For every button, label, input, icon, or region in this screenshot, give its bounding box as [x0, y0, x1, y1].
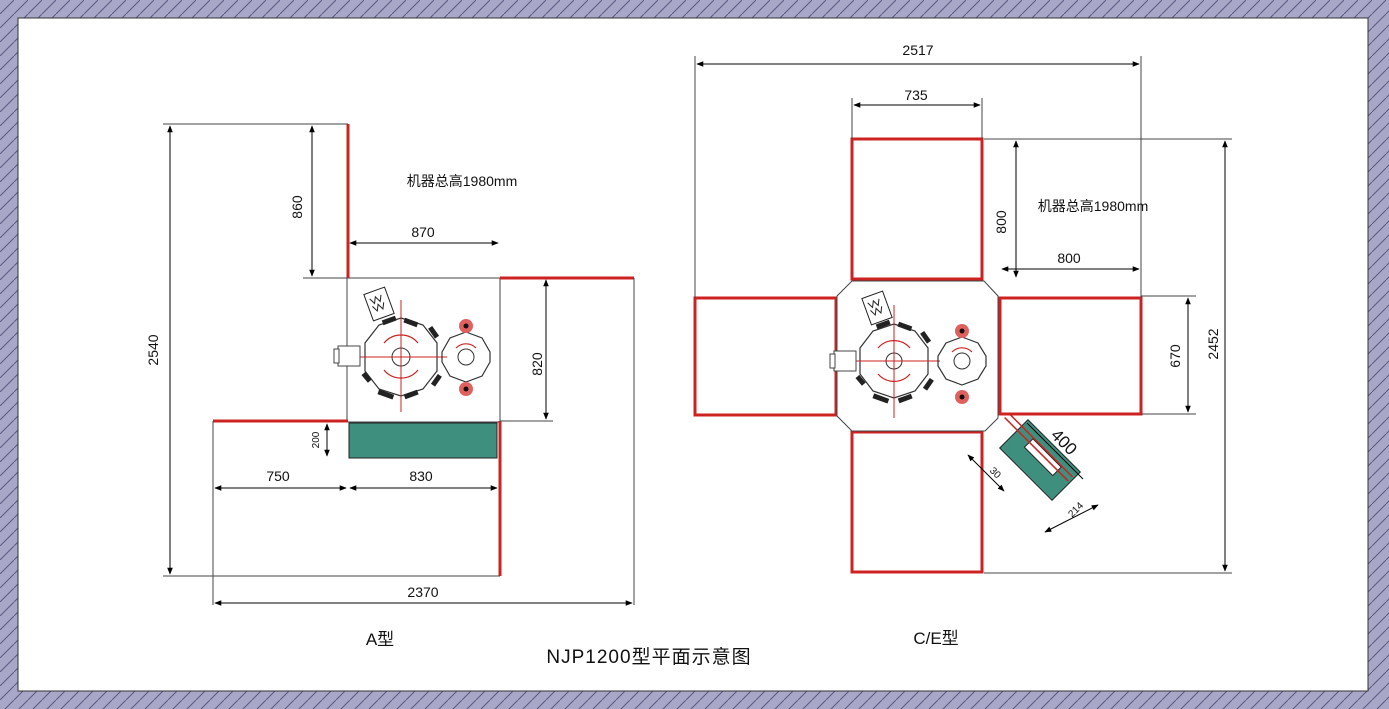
a-label: A型 [366, 630, 394, 649]
motor-ce [833, 350, 857, 372]
machine-body-ce [836, 280, 999, 432]
conveyor-a [348, 422, 498, 459]
dim-ce-overall-width: 2517 [902, 42, 933, 58]
angled-feeder [998, 412, 1082, 502]
layout-a: 2540 860 870 820 200 750 830 2370 机器总高19… [145, 123, 635, 649]
dim-a-conveyor-width: 830 [409, 468, 433, 484]
hopper-ce [861, 290, 893, 326]
hopper-a [363, 286, 395, 322]
dim-a-overall-width: 2370 [407, 584, 438, 600]
motor-a [337, 345, 361, 367]
second-table-a [441, 319, 491, 396]
dim-a-conveyor-height: 200 [311, 431, 322, 448]
layout-ce: 400 30 214 2517 735 800 800 670 2452 机器总… [693, 42, 1232, 648]
dim-ce-top-width: 735 [904, 87, 928, 103]
dim-ce-overall-height: 2452 [1205, 328, 1221, 359]
second-table-ce [937, 324, 987, 404]
a-height-note: 机器总高1980mm [407, 173, 517, 189]
dim-a-overall-height: 2540 [145, 334, 161, 365]
ce-bottom-area [850, 430, 984, 574]
dim-a-machine-width: 870 [411, 224, 435, 240]
rotary-table-ce [850, 305, 940, 418]
dim-a-left-width: 750 [266, 468, 290, 484]
ce-label: C/E型 [913, 629, 958, 648]
dim-a-top-height: 860 [289, 195, 305, 219]
drawing-title: NJP1200型平面示意图 [546, 646, 751, 668]
ce-right-area [998, 296, 1143, 416]
ce-height-note: 机器总高1980mm [1038, 198, 1148, 214]
dim-ce-right-height: 670 [1167, 344, 1183, 368]
ce-top-area [850, 137, 984, 281]
rotary-table-a [355, 300, 447, 412]
dim-ce-top-height: 800 [993, 210, 1009, 234]
dim-ce-right-width: 800 [1057, 250, 1081, 266]
machine-body-a [346, 277, 501, 423]
dim-a-machine-depth: 820 [529, 352, 545, 376]
